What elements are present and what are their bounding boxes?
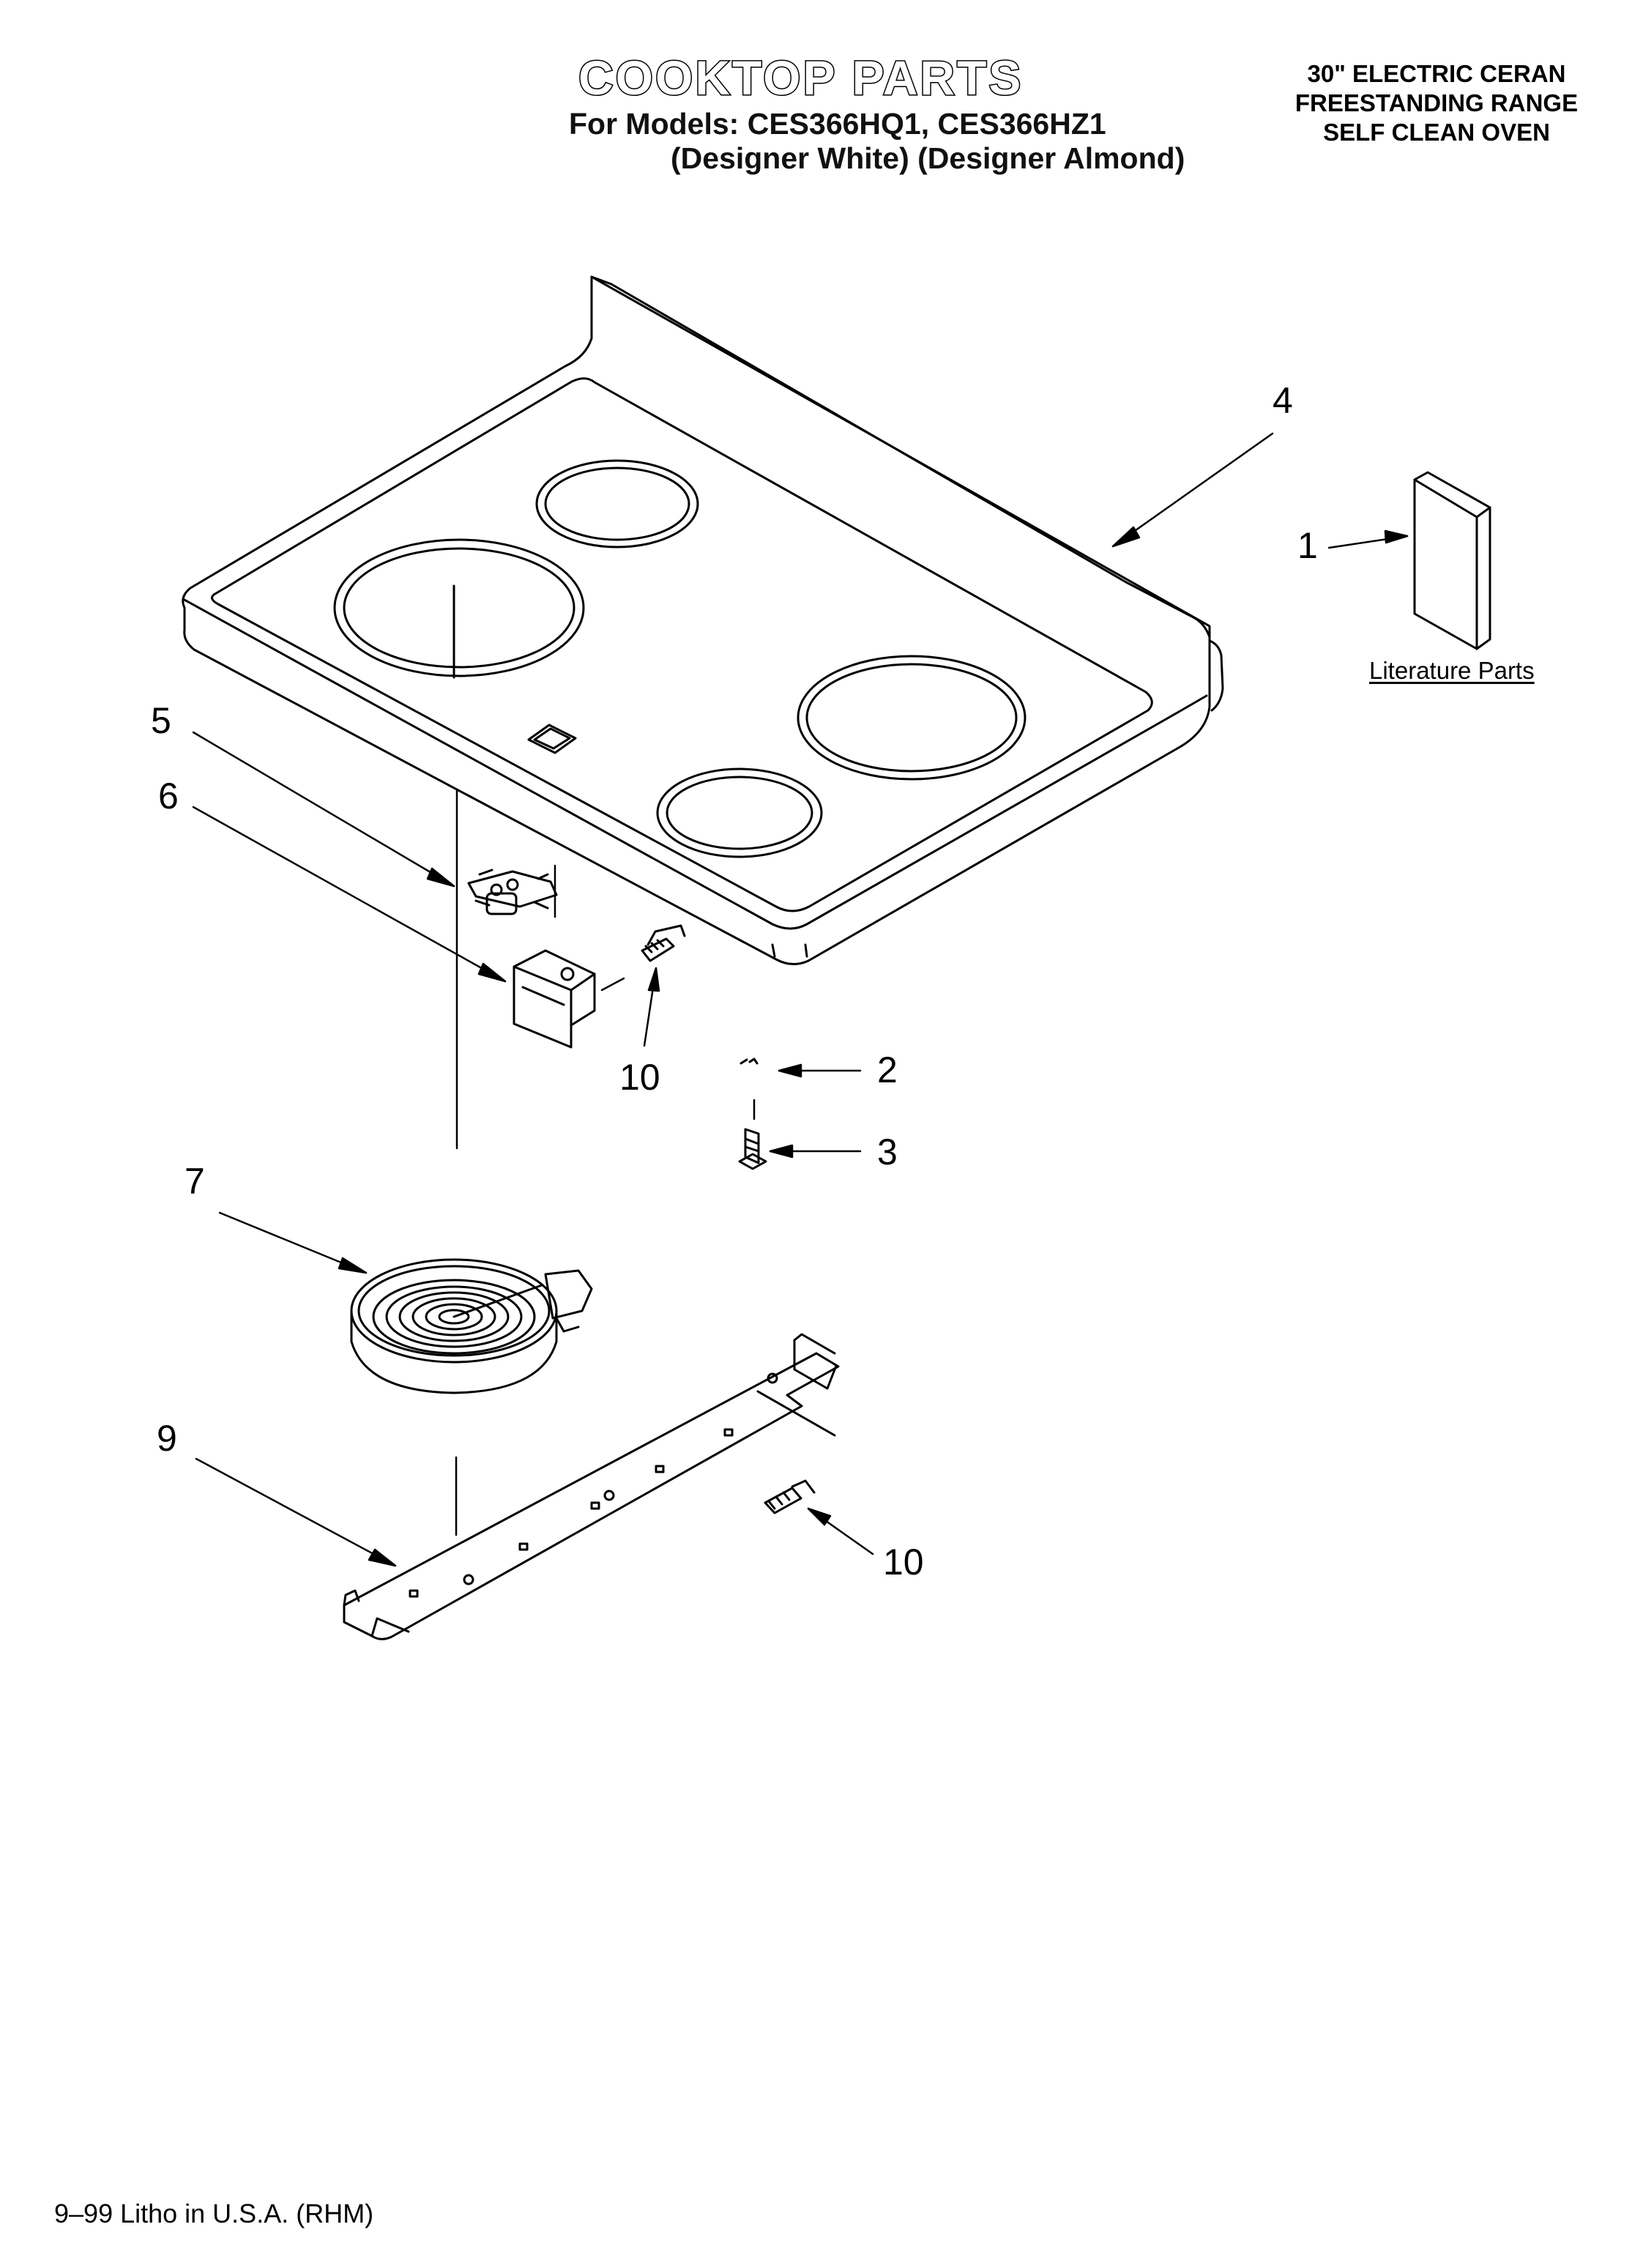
model-info-line-1: 30" ELECTRIC CERAN: [1307, 60, 1566, 87]
footer-printing-note: 9–99 Litho in U.S.A. (RHM): [54, 2198, 374, 2228]
literature-parts-booklet: [1413, 471, 1491, 650]
literature-parts-label: Literature Parts: [1369, 657, 1535, 684]
heating-zone-circles: [333, 459, 1027, 858]
switch-bracket-part-6: [513, 949, 596, 1049]
cooktop-glass: [182, 275, 1224, 965]
assembly-dash-lines: [455, 789, 756, 1536]
finish-line: (Designer White) (Designer Almond): [671, 141, 1185, 175]
callout-3: 3: [877, 1131, 898, 1172]
screw-part-10-lower: [764, 1479, 816, 1514]
clip-part-2: [739, 1057, 759, 1065]
callout-10-upper: 10: [619, 1057, 660, 1098]
callout-6: 6: [158, 776, 179, 817]
page-title: COOKTOP PARTS: [577, 50, 1024, 106]
callout-1: 1: [1297, 525, 1318, 566]
leader-arrows: [192, 432, 1409, 1567]
screw-part-10-upper: [641, 924, 686, 962]
screw-part-3: [738, 1128, 767, 1170]
model-info-line-2: FREESTANDING RANGE: [1294, 89, 1579, 116]
callout-2: 2: [877, 1049, 898, 1090]
models-line: For Models: CES366HQ1, CES366HZ1: [569, 107, 1106, 141]
radiant-element-part-7: [350, 1258, 593, 1394]
infinite-switch-part-5: [467, 869, 558, 915]
model-info-line-3: SELF CLEAN OVEN: [1323, 119, 1550, 146]
callout-5: 5: [151, 700, 171, 741]
callout-9: 9: [157, 1418, 177, 1459]
rail-slots: [409, 1372, 778, 1598]
callout-4: 4: [1273, 380, 1293, 421]
support-rail-part-9: [343, 1333, 840, 1640]
callout-7: 7: [185, 1161, 205, 1202]
callout-10-lower: 10: [883, 1542, 924, 1583]
